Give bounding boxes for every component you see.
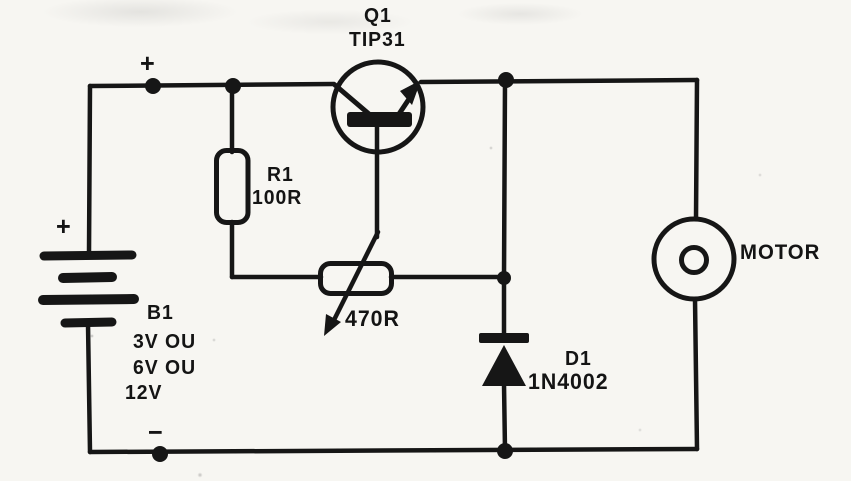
motor-label: MOTOR	[740, 241, 821, 264]
motor-symbol	[651, 216, 737, 302]
junction-dot	[497, 443, 513, 459]
battery-voltage-line3: 12V	[125, 382, 163, 404]
collector-lead	[332, 82, 372, 117]
positive-rail-label: +	[140, 48, 156, 78]
wire-left-rail	[85, 83, 93, 455]
base-bar	[347, 112, 412, 127]
battery-voltage-line1: 3V OU	[133, 331, 197, 353]
junction-dot	[152, 446, 168, 462]
emitter-arrowhead	[400, 80, 421, 105]
junction-dot	[498, 72, 514, 88]
junction-dot	[225, 78, 241, 94]
diode-d1-symbol	[479, 333, 529, 386]
resistor-ref-label: R1	[267, 164, 294, 186]
battery-ref-label: B1	[147, 302, 174, 324]
junction-dot	[497, 271, 511, 285]
diode-cathode-bar	[479, 333, 529, 343]
potentiometer-value-label: 470R	[345, 306, 400, 331]
wire-r1-branch	[229, 82, 324, 280]
junction-dot	[145, 78, 161, 94]
resistor-value-label: 100R	[252, 187, 303, 209]
diode-ref-label: D1	[565, 348, 592, 370]
negative-rail-label: −	[148, 417, 164, 447]
transistor-part-label: TIP31	[349, 29, 406, 51]
transistor-q1-symbol	[330, 59, 426, 240]
battery-plus-label: +	[56, 211, 72, 241]
wiper-arrowhead	[324, 314, 341, 336]
resistor-r1-symbol	[214, 148, 251, 225]
potentiometer-symbol	[318, 229, 394, 336]
wire-bottom-rail	[87, 446, 700, 455]
wire-top-rail	[87, 77, 700, 89]
wire-diode-branch	[501, 78, 508, 453]
battery-voltage-line2: 6V OU	[133, 357, 197, 379]
diode-part-label: 1N4002	[528, 369, 609, 394]
transistor-ref-label: Q1	[364, 5, 392, 27]
battery-symbol	[38, 250, 139, 328]
junction-dots	[145, 72, 514, 462]
wire-right-rail	[692, 77, 700, 452]
diode-anode-triangle	[482, 345, 526, 386]
